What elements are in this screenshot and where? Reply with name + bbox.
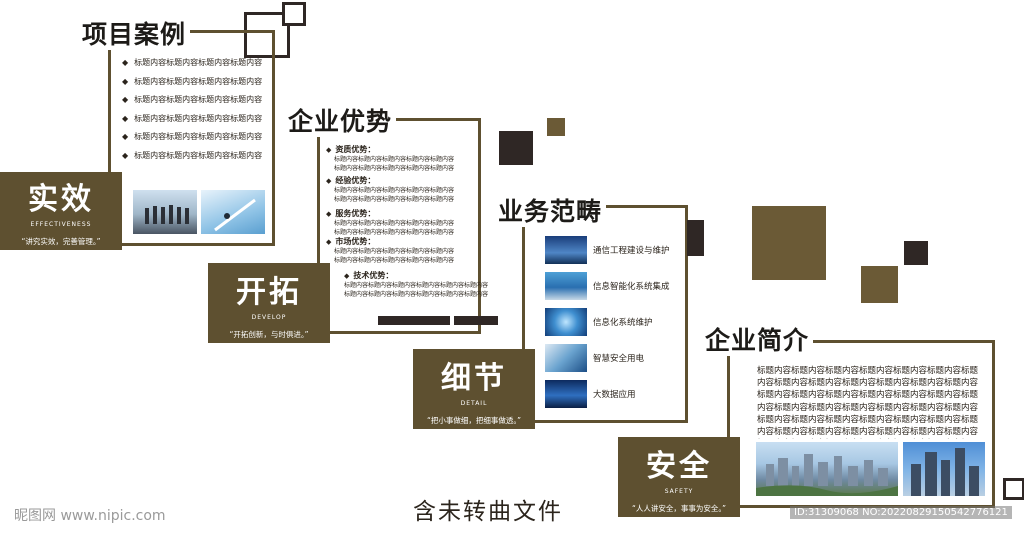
service-label: 大数据应用 (593, 390, 636, 400)
advantage-heading: 经验优势： (326, 175, 454, 187)
advantage-heading: 技术优势： (344, 270, 488, 282)
advantage-line: 标题内容标题内容标题内容标题内容标题内容 (334, 164, 455, 172)
team-silhouettes (145, 205, 189, 224)
advantages-frame (317, 118, 481, 334)
watermark: 昵图网 www.nipic.com (14, 508, 166, 524)
advantage-group-1: 资质优势： 标题内容标题内容标题内容标题内容标题内容 标题内容标题内容标题内容标… (326, 144, 454, 173)
list-item: 标题内容标题内容标题内容标题内容 (122, 73, 262, 92)
develop-box: 开拓 DEVELOP “开拓创新，与时俱进。” (208, 263, 330, 343)
advantage-group-3: 服务优势： 标题内容标题内容标题内容标题内容标题内容 标题内容标题内容标题内容标… (326, 208, 454, 237)
intro-text: 标题内容标题内容标题内容标题内容标题内容标题内容标题内容标题内容标题内容标题内容… (757, 366, 979, 438)
deco-square-brown-2 (752, 206, 826, 280)
cases-title: 项目案例 (78, 20, 191, 50)
intro-title: 企业简介 (701, 326, 814, 356)
service-label: 通信工程建设与维护 (593, 246, 670, 256)
effectiveness-en: EFFECTIVENESS (30, 221, 92, 228)
advantage-line: 标题内容标题内容标题内容标题内容标题内容 (334, 195, 455, 203)
safety-box: 安全 SAFETY “人人讲安全，事事为安全。” (618, 437, 740, 517)
safety-slogan: “人人讲安全，事事为安全。” (631, 504, 727, 513)
deco-square-brown-1 (547, 118, 565, 136)
detail-title: 细节 (441, 361, 507, 396)
service-item-4: 智慧安全用电 (545, 344, 644, 372)
advantage-group-5: 技术优势： 标题内容标题内容标题内容标题内容标题内容标题内容 标题内容标题内容标… (344, 270, 488, 299)
advantage-group-2: 经验优势： 标题内容标题内容标题内容标题内容标题内容 标题内容标题内容标题内容标… (326, 175, 454, 204)
advantage-line: 标题内容标题内容标题内容标题内容标题内容标题内容 (344, 282, 489, 289)
advantage-line: 标题内容标题内容标题内容标题内容标题内容 (334, 248, 455, 255)
advantage-group-4: 市场优势： 标题内容标题内容标题内容标题内容标题内容 标题内容标题内容标题内容标… (326, 236, 454, 265)
advantage-line: 标题内容标题内容标题内容标题内容标题内容 (334, 187, 455, 194)
stairs-figure (214, 198, 256, 232)
service-thumb (545, 308, 587, 336)
develop-en: DEVELOP (251, 314, 287, 321)
service-thumb (545, 272, 587, 300)
effectiveness-slogan: “讲究实效，完善管理。” (21, 237, 101, 246)
list-item: 标题内容标题内容标题内容标题内容 (122, 110, 262, 129)
service-thumb (545, 380, 587, 408)
deco-bar-2 (454, 316, 498, 325)
deco-outline-square-1 (244, 12, 290, 58)
service-label: 智慧安全用电 (593, 354, 645, 364)
advantage-line: 标题内容标题内容标题内容标题内容标题内容 (334, 228, 455, 236)
service-label: 信息智能化系统集成 (593, 282, 670, 292)
service-thumb (545, 236, 587, 264)
service-thumb (545, 344, 587, 372)
stairs-photo (201, 190, 265, 234)
advantage-heading: 市场优势： (326, 236, 454, 248)
image-id: ID:31309068 NO:20220829150542776121 (790, 506, 1012, 519)
effectiveness-box: 实效 EFFECTIVENESS “讲究实效，完善管理。” (0, 172, 122, 250)
deco-square-dark-2 (687, 220, 704, 256)
cases-list: 标题内容标题内容标题内容标题内容 标题内容标题内容标题内容标题内容 标题内容标题… (122, 54, 262, 166)
deco-outline-square-2 (282, 2, 306, 26)
effectiveness-title: 实效 (28, 182, 94, 217)
advantages-title: 企业优势 (284, 107, 397, 137)
service-item-2: 信息智能化系统集成 (545, 272, 670, 300)
advantage-line: 标题内容标题内容标题内容标题内容标题内容 (334, 156, 455, 163)
city-skyline-1 (756, 454, 898, 496)
city-skyline-2 (911, 448, 979, 496)
list-item: 标题内容标题内容标题内容标题内容 (122, 147, 262, 166)
list-item: 标题内容标题内容标题内容标题内容 (122, 91, 262, 110)
advantage-line: 标题内容标题内容标题内容标题内容标题内容 (334, 220, 455, 227)
safety-en: SAFETY (664, 488, 694, 495)
deco-outline-square-3 (1003, 478, 1024, 500)
business-title: 业务范畴 (494, 197, 607, 227)
develop-title: 开拓 (236, 275, 302, 310)
list-item: 标题内容标题内容标题内容标题内容 (122, 128, 262, 147)
team-photo (133, 190, 197, 234)
list-item: 标题内容标题内容标题内容标题内容 (122, 54, 262, 73)
city-photo-1 (756, 442, 898, 496)
service-item-1: 通信工程建设与维护 (545, 236, 670, 264)
cases-frame (108, 30, 275, 246)
service-item-5: 大数据应用 (545, 380, 636, 408)
develop-slogan: “开拓创新，与时俱进。” (229, 330, 309, 339)
advantage-line: 标题内容标题内容标题内容标题内容标题内容标题内容 (344, 290, 489, 298)
deco-bar-1 (378, 316, 450, 325)
safety-title: 安全 (646, 449, 712, 484)
deco-square-brown-3 (861, 266, 898, 303)
advantage-heading: 资质优势： (326, 144, 454, 156)
footer-note: 含未转曲文件 (413, 499, 563, 525)
detail-box: 细节 DETAIL “把小事做细，把细事做透。” (413, 349, 535, 429)
advantage-heading: 服务优势： (326, 208, 454, 220)
service-item-3: 信息化系统维护 (545, 308, 653, 336)
advantage-line: 标题内容标题内容标题内容标题内容标题内容 (334, 256, 455, 264)
detail-slogan: “把小事做细，把细事做透。” (426, 416, 522, 425)
deco-square-dark-3 (904, 241, 928, 265)
city-photo-2 (903, 442, 985, 496)
service-label: 信息化系统维护 (593, 318, 653, 328)
deco-square-dark-1 (499, 131, 533, 165)
detail-en: DETAIL (460, 400, 488, 407)
